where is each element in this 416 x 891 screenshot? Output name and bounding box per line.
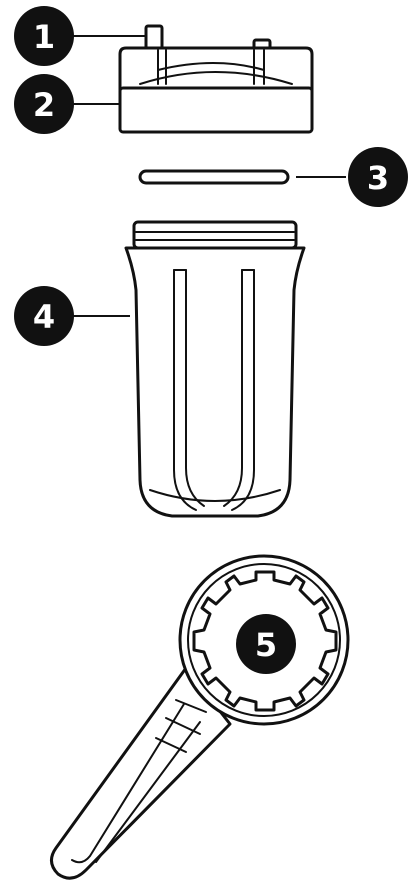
callout-number-5: 5 <box>255 626 277 664</box>
callout-badge-5: 5 <box>236 614 296 674</box>
callout-badge-2: 2 <box>14 74 74 134</box>
callout-number-3: 3 <box>367 159 389 197</box>
callout-number-4: 4 <box>33 298 55 336</box>
cap-ring <box>120 88 312 132</box>
callout-badge-3: 3 <box>348 147 408 207</box>
callout-badge-1: 1 <box>14 6 74 66</box>
port-left <box>146 26 162 50</box>
cap-top <box>120 48 312 90</box>
callout-number-1: 1 <box>33 18 55 56</box>
housing-wrench <box>51 556 348 878</box>
housing-sump <box>126 222 304 516</box>
callout-number-2: 2 <box>33 86 55 124</box>
o-ring <box>140 171 288 183</box>
housing-cap-assembly <box>120 26 312 132</box>
sump-body <box>126 248 304 516</box>
sump-threads <box>134 222 296 248</box>
callout-badge-4: 4 <box>14 286 74 346</box>
